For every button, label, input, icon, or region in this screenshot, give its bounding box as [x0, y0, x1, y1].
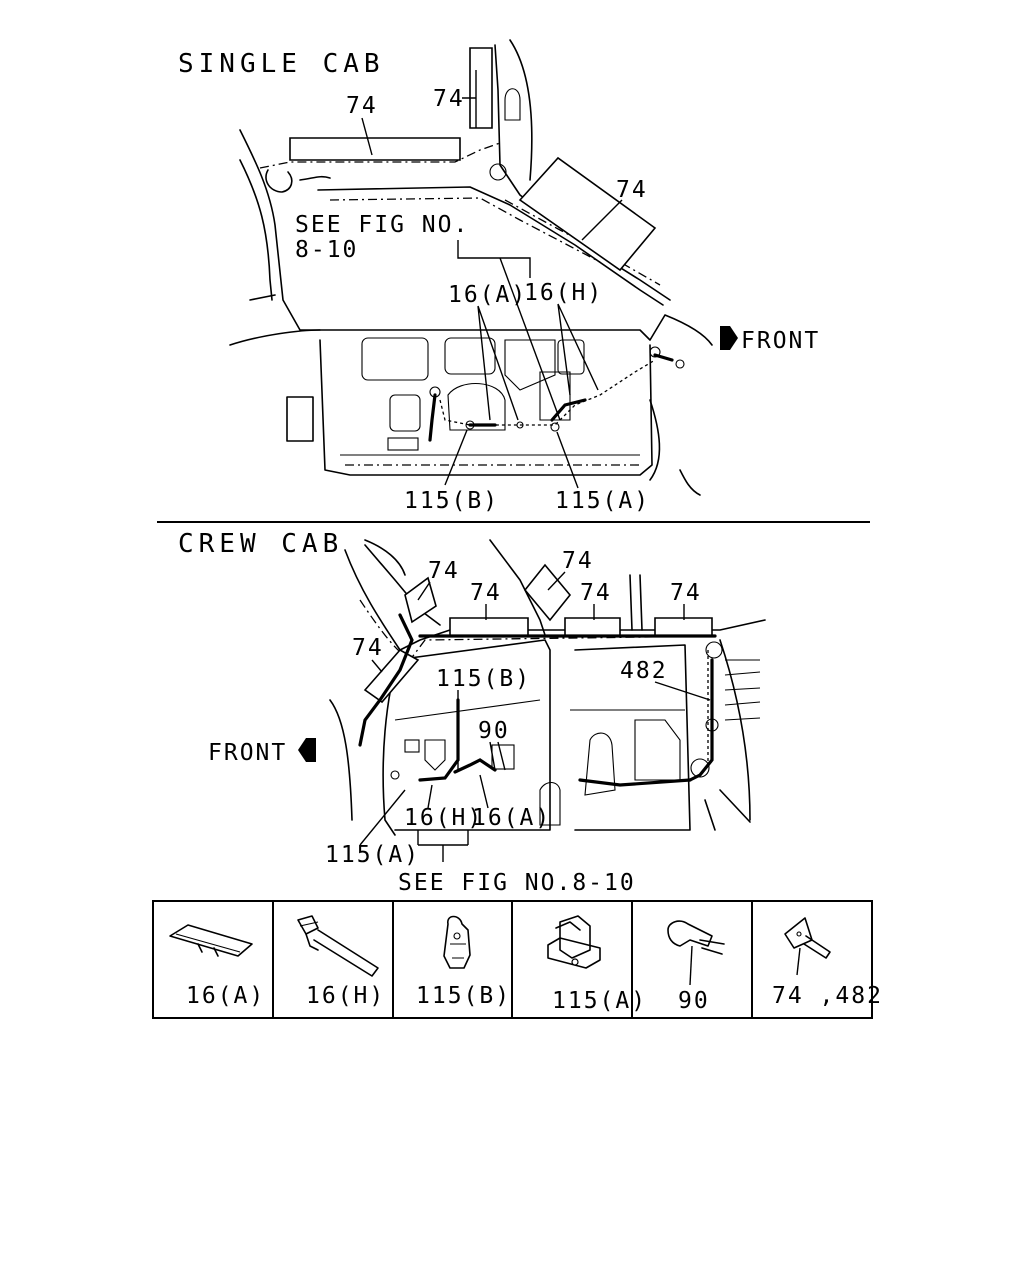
leader-115a-single	[556, 431, 579, 489]
leader-482	[654, 681, 711, 701]
legend-label-115b: 115(B)	[416, 983, 511, 1009]
band-clip-icon	[784, 917, 831, 976]
callout-74-a: 74	[428, 558, 460, 584]
clip-a-icon	[547, 915, 601, 969]
callout-482: 482	[620, 658, 668, 684]
see-fig-line2: 8-10	[295, 237, 358, 263]
crew-cab-section: CREW CAB	[178, 529, 766, 896]
single-cab-section: SINGLE CAB	[178, 39, 820, 514]
leader-16a	[477, 305, 519, 421]
clip-b-icon	[443, 915, 471, 969]
see-fig-crew: SEE FIG NO.8-10	[398, 870, 636, 896]
single-cab-body-outline	[229, 39, 713, 496]
front-arrow-single: FRONT	[720, 326, 820, 354]
parts-legend-table: 16(A) 16(H) 115(B) 115(A)	[152, 900, 883, 1019]
callout-74-c: 74	[470, 580, 502, 606]
leader-74-roof	[361, 117, 373, 156]
callout-74-roof: 74	[346, 93, 378, 119]
callout-16a: 16(A)	[448, 282, 527, 308]
front-label-single: FRONT	[741, 328, 820, 354]
leader-74-pillar	[462, 70, 477, 128]
legend-label-90: 90	[678, 988, 710, 1014]
see-fig-bracket-crew	[417, 830, 469, 862]
leader-16h-crew	[427, 784, 433, 809]
callout-74-d: 74	[580, 580, 612, 606]
callout-16h: 16(H)	[524, 280, 603, 306]
callout-74-e: 74	[670, 580, 702, 606]
clamp-icon	[667, 920, 725, 986]
legend-label-16a: 16(A)	[186, 983, 265, 1009]
leader-115b-single	[444, 429, 468, 486]
front-label-crew: FRONT	[208, 740, 287, 766]
callout-115b-crew: 115(B)	[436, 666, 531, 692]
tape-strip-icon	[169, 924, 253, 957]
legend-label-74-482: 74 ,482	[772, 983, 883, 1009]
crew-cab-title: CREW CAB	[178, 529, 343, 559]
callout-115a-crew: 115(A)	[325, 842, 420, 868]
clip-band-icon	[297, 915, 379, 977]
callout-74-rear: 74	[616, 177, 648, 203]
arrow-left-icon	[298, 738, 316, 762]
leader-74-rear	[581, 199, 623, 241]
single-cab-title: SINGLE CAB	[178, 49, 385, 79]
see-fig-line1: SEE FIG NO.	[295, 212, 469, 238]
front-arrow-crew: FRONT	[208, 738, 316, 766]
callout-74-f: 74	[352, 635, 384, 661]
callout-16a-crew: 16(A)	[472, 805, 551, 831]
callout-74-pillar: 74	[433, 86, 465, 112]
leader-115a-crew	[359, 789, 406, 846]
leader-74-a	[417, 581, 431, 601]
arrow-right-icon	[720, 326, 738, 350]
callout-115b-single: 115(B)	[404, 488, 499, 514]
callout-115a-single: 115(A)	[555, 488, 650, 514]
leader-74-f	[371, 659, 383, 673]
leader-90	[489, 741, 506, 771]
legend-label-115a: 115(A)	[552, 988, 647, 1014]
legend-label-16h: 16(H)	[306, 983, 385, 1009]
callout-90: 90	[478, 718, 510, 744]
crew-cab-body-outline	[329, 539, 766, 836]
see-fig-bracket	[457, 240, 531, 278]
callout-74-b: 74	[562, 548, 594, 574]
leader-see-fig	[499, 257, 561, 421]
leader-74-b	[547, 571, 566, 591]
leader-16a-crew	[479, 774, 489, 809]
leader-16h	[557, 303, 599, 396]
callout-16h-crew: 16(H)	[404, 805, 483, 831]
